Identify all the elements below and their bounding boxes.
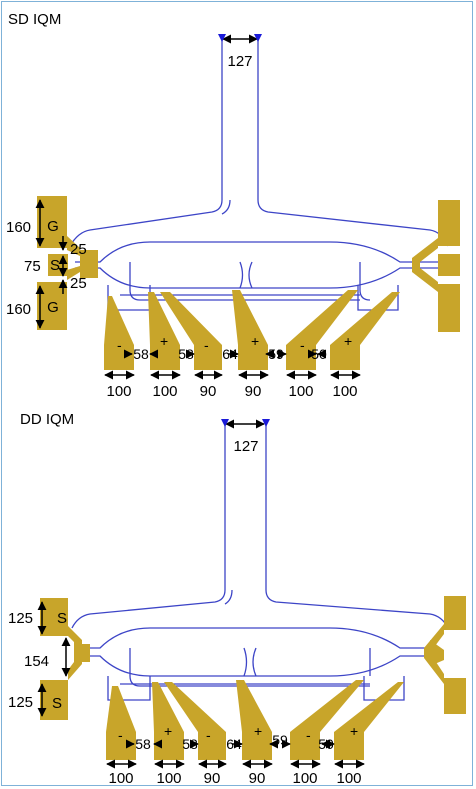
dd-width-2: 90 [204,770,221,787]
sd-gap-3: 59 [268,346,284,362]
dd-gap-4: 50 [318,736,334,752]
sd-dim-75-label: 75 [24,258,41,275]
dd-width-1: 100 [156,770,181,787]
sd-sign-0: - [117,337,122,353]
dd-gap-0: 58 [135,736,151,752]
dd-right-taper [424,624,444,684]
dd-letter-s2: S [52,695,62,712]
sd-sign-4: - [300,337,305,353]
dd-top-triangles [221,419,270,427]
dd-dim-125-top-label: 125 [8,610,33,627]
sd-letter-g2: G [47,299,59,316]
sd-left-probe [80,250,98,278]
sd-waveguides [69,40,449,311]
sd-gap-2: 64 [222,346,238,362]
dd-width-4: 100 [292,770,317,787]
sd-signs: - + - + - + [117,333,352,353]
dd-top-dim-label: 127 [233,438,258,455]
sd-width-5: 100 [332,383,357,400]
dd-bottom-pads [106,680,404,760]
sd-width-2: 90 [200,383,217,400]
dd-right-pad-top [444,596,466,630]
dd-sign-5: + [350,723,358,739]
sd-right-pad-top [438,200,460,246]
dd-left-taper [68,626,82,680]
dd-title: DD IQM [20,411,74,428]
sd-gap-4: 50 [311,346,327,362]
sd-top-triangles [218,34,262,42]
dd-right-probe [430,640,444,666]
sd-sign-3: + [251,333,259,349]
dd-width-5: 100 [336,770,361,787]
sd-letter-g1: G [47,218,59,235]
dd-width-0: 100 [108,770,133,787]
sd-sign-1: + [160,333,168,349]
dd-gap-1: 58 [182,736,198,752]
dd-dim-125-bottom-label: 125 [8,694,33,711]
dd-sign-2: - [206,727,211,743]
dd-dim-154-label: 154 [24,653,49,670]
sd-title: SD IQM [8,11,61,28]
dd-sign-4: - [306,727,311,743]
sd-dim-25-top-label: 25 [70,241,87,258]
dd-iqm-panel: DD IQM 127 S S 125 154 125 [8,411,466,787]
dd-gap-3: 59 [272,732,288,748]
sd-gap-0: 58 [133,346,149,362]
dd-gap-2: 64 [226,736,242,752]
dd-letter-s1: S [57,610,67,627]
dd-signs: - + - + - + [118,723,358,743]
dd-sign-1: + [164,723,172,739]
sd-iqm-panel: SD IQM 127 G S G [6,11,460,400]
sd-width-0: 100 [106,383,131,400]
sd-dim-160-bottom-label: 160 [6,301,31,318]
dd-right-pad-bottom [444,678,466,714]
sd-right-pad-bottom [438,284,460,332]
sd-dim-25-bottom-label: 25 [70,275,87,292]
sd-right-taper [412,238,438,292]
dd-waveguides [71,424,449,701]
dd-left-probe [76,644,90,662]
sd-sign-2: - [204,337,209,353]
sd-left-taper [67,236,80,280]
sd-letter-s: S [50,257,60,274]
sd-sign-5: + [344,333,352,349]
sd-right-pad-mid [438,254,460,276]
sd-dim-160-top-label: 160 [6,219,31,236]
sd-width-4: 100 [288,383,313,400]
sd-width-3: 90 [245,383,262,400]
sd-gap-1: 58 [178,346,194,362]
dd-sign-0: - [118,727,123,743]
dd-width-3: 90 [249,770,266,787]
sd-width-1: 100 [152,383,177,400]
dd-sign-3: + [254,723,262,739]
sd-top-dim-label: 127 [227,53,252,70]
